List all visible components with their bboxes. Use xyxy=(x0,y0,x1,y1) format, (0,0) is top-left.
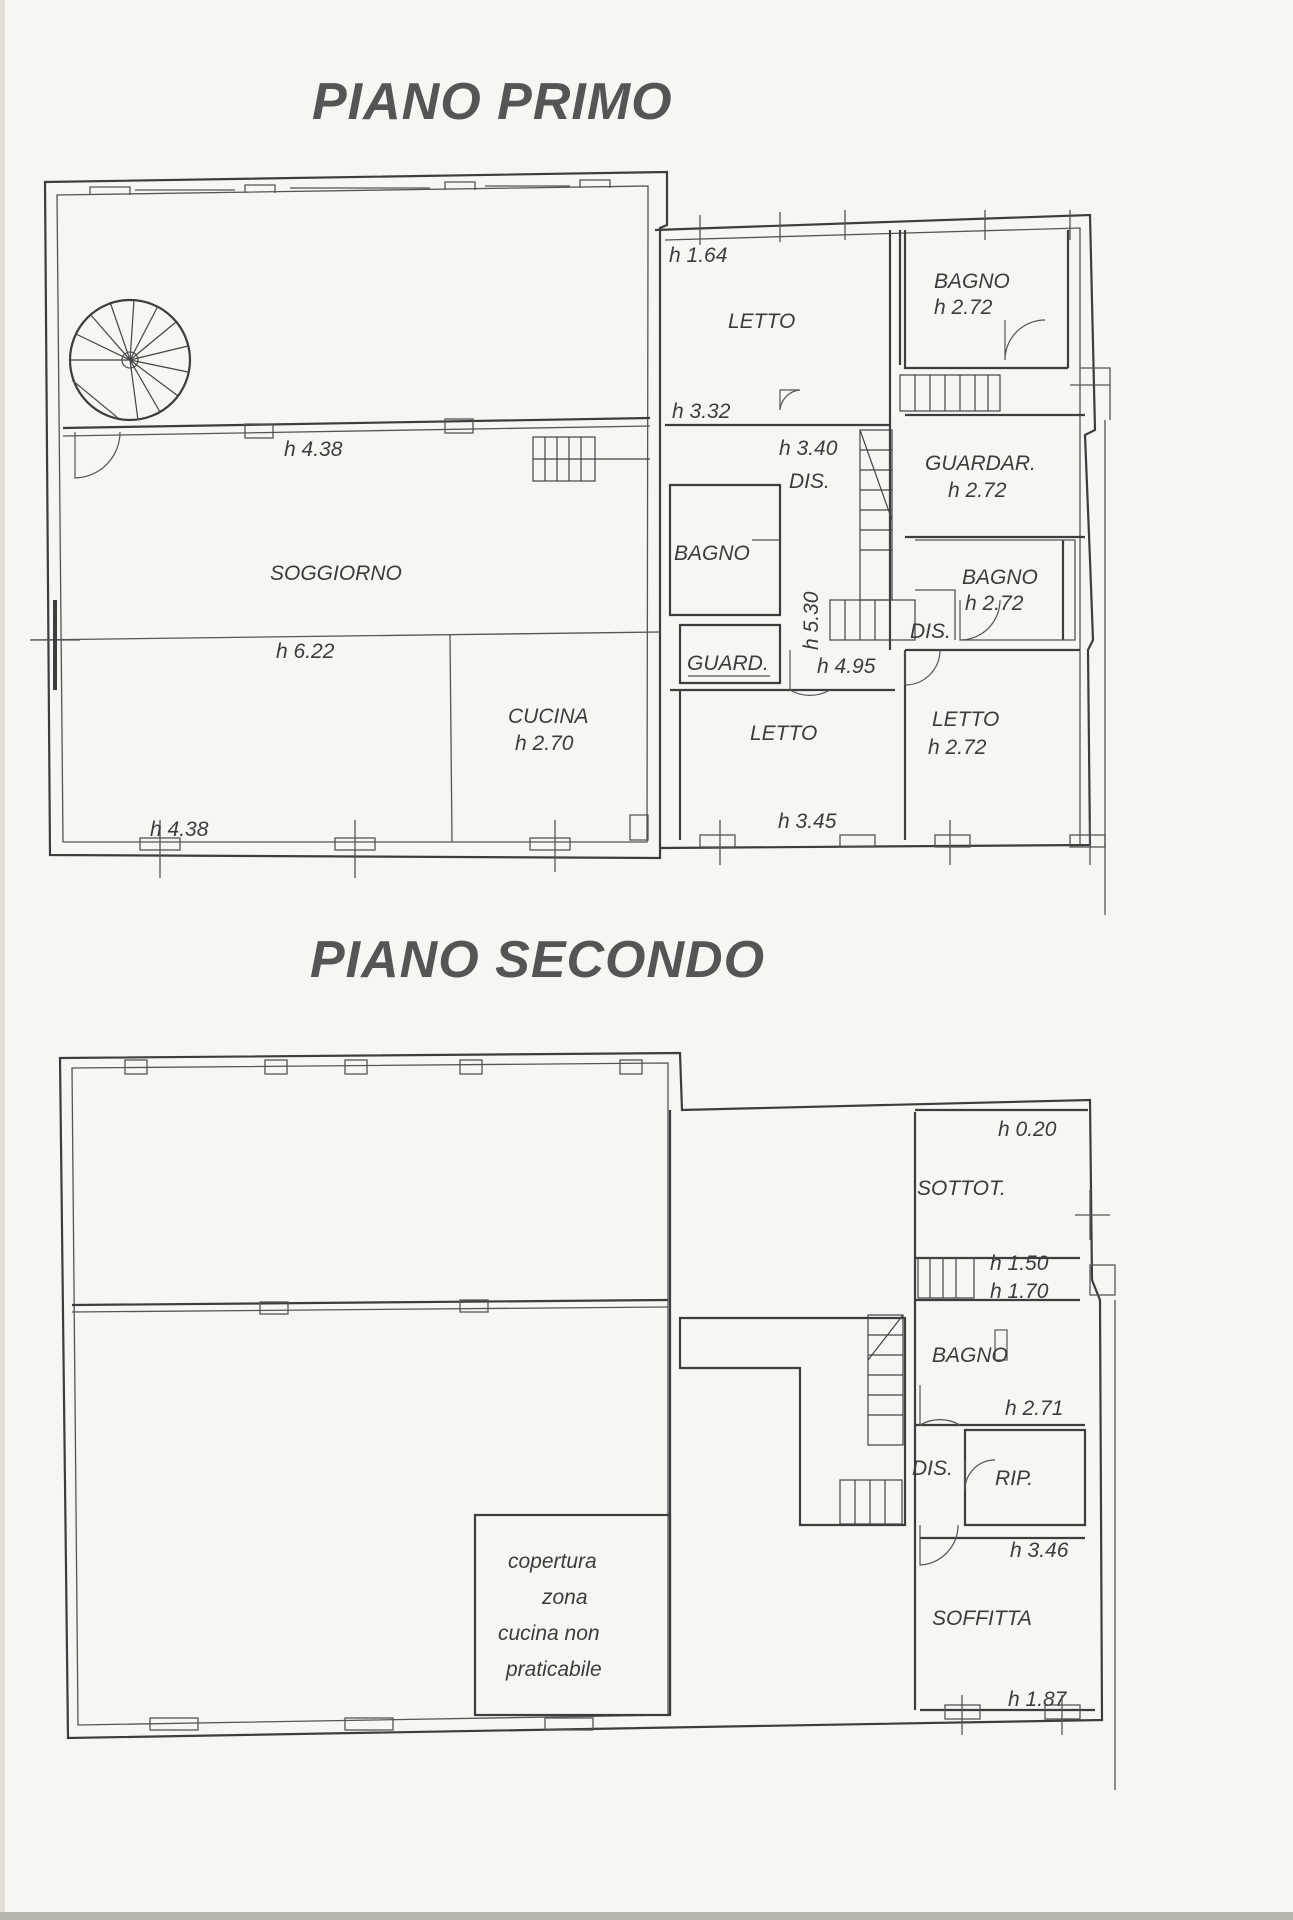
room-label: BAGNO xyxy=(674,542,750,565)
note-line: zona xyxy=(541,1586,588,1609)
note-line: copertura xyxy=(508,1550,597,1573)
room-label: SOGGIORNO xyxy=(270,562,402,585)
room-label: RIP. xyxy=(995,1467,1033,1490)
floor-title-primo: PIANO PRIMO xyxy=(312,73,673,131)
room-height: h 3.40 xyxy=(779,437,838,460)
room-label: BAGNO xyxy=(962,566,1038,589)
spiral-stair xyxy=(68,298,192,422)
labels-piano-primo: h 1.64 LETTO h 3.32 BAGNO h 2.72 GUARDAR… xyxy=(150,244,1038,841)
room-height: h 5.30 xyxy=(800,591,823,650)
room-height: h 4.95 xyxy=(817,655,876,678)
room-height: h 4.38 xyxy=(284,438,343,461)
room-label: SOTTOT. xyxy=(917,1177,1006,1200)
room-height: h 4.38 xyxy=(150,818,209,841)
room-height: h 2.72 xyxy=(934,296,993,319)
page-left-edge xyxy=(0,0,5,1920)
room-height: h 3.45 xyxy=(778,810,837,833)
room-height: h 3.32 xyxy=(672,400,731,423)
room-height: h 6.22 xyxy=(276,640,335,663)
labels-piano-secondo: h 0.20 SOTTOT. h 1.50 h 1.70 BAGNO h 2.7… xyxy=(498,1118,1069,1711)
room-label: LETTO xyxy=(750,722,817,745)
room-height: h 0.20 xyxy=(998,1118,1057,1141)
room-height: h 2.72 xyxy=(948,479,1007,502)
stair-primo-1 xyxy=(532,436,650,482)
room-height: h 2.72 xyxy=(928,736,987,759)
room-height: h 2.72 xyxy=(965,592,1024,615)
room-height: h 2.70 xyxy=(515,732,574,755)
room-height: h 1.70 xyxy=(990,1280,1049,1303)
room-label: DIS. xyxy=(912,1457,953,1480)
room-height: h 1.50 xyxy=(990,1252,1049,1275)
room-label: GUARD. xyxy=(687,652,769,675)
room-label: GUARDAR. xyxy=(925,452,1036,475)
room-label: DIS. xyxy=(910,620,951,643)
plan-piano-secondo xyxy=(58,1051,1116,1790)
stair-primo-2 xyxy=(829,374,1001,641)
page-bottom-edge xyxy=(0,1912,1293,1920)
floor-title-secondo: PIANO SECONDO xyxy=(310,931,766,989)
stair-secondo xyxy=(839,1257,975,1525)
room-height: h 2.71 xyxy=(1005,1397,1063,1420)
note-line: cucina non xyxy=(498,1622,600,1645)
room-label: CUCINA xyxy=(508,705,589,728)
plan-piano-primo xyxy=(29,170,1111,915)
room-height: h 1.64 xyxy=(669,244,727,267)
room-label: LETTO xyxy=(728,310,795,333)
note-line: praticabile xyxy=(505,1658,602,1681)
room-height: h 3.46 xyxy=(1010,1539,1069,1562)
room-label: BAGNO xyxy=(932,1344,1008,1367)
room-label: DIS. xyxy=(789,470,830,493)
room-label: LETTO xyxy=(932,708,999,731)
room-label: BAGNO xyxy=(934,270,1010,293)
room-label: SOFFITTA xyxy=(932,1607,1032,1630)
room-height: h 1.87 xyxy=(1008,1688,1068,1711)
